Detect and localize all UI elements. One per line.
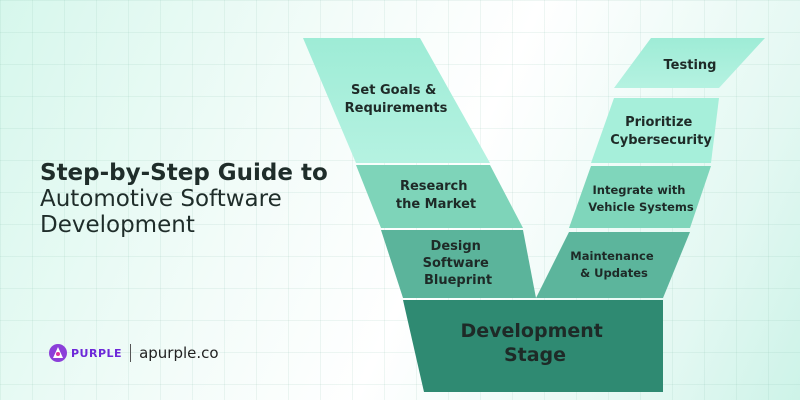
cybersecurity-label: Prioritize Cybersecurity [610, 115, 712, 148]
brand-separator [130, 344, 132, 362]
brand-footer: PURPLE apurple.co [48, 342, 219, 364]
title-line-1: Step-by-Step Guide to [40, 160, 328, 186]
title-line-2: Automotive Software [40, 186, 282, 212]
set-goals-label: Set Goals & Requirements [345, 83, 448, 116]
maintenance-label: Maintenance & Updates [570, 249, 657, 280]
title-line-3: Development [40, 212, 195, 238]
step-design-blueprint [381, 230, 536, 298]
development-stage-label: Development Stage [460, 320, 609, 366]
step-prioritize-cybersecurity [591, 98, 719, 163]
apurple-logo[interactable]: PURPLE [48, 343, 122, 363]
page-title: Step-by-Step Guide to Automotive Softwar… [40, 160, 360, 238]
step-testing [614, 38, 765, 88]
logo-text: PURPLE [71, 346, 123, 360]
integrate-label: Integrate with Vehicle Systems [588, 183, 694, 214]
research-label: Research the Market [396, 179, 476, 212]
step-set-goals [303, 38, 490, 163]
site-link[interactable]: apurple.co [139, 344, 219, 362]
step-maintenance-updates [536, 232, 690, 298]
step-development-stage [403, 300, 663, 392]
step-research-market [356, 165, 523, 228]
design-label: Design Software Blueprint [423, 239, 494, 288]
step-integrate-vehicle [569, 166, 711, 228]
testing-label: Testing [664, 58, 717, 73]
apurple-logo-icon [49, 344, 67, 362]
